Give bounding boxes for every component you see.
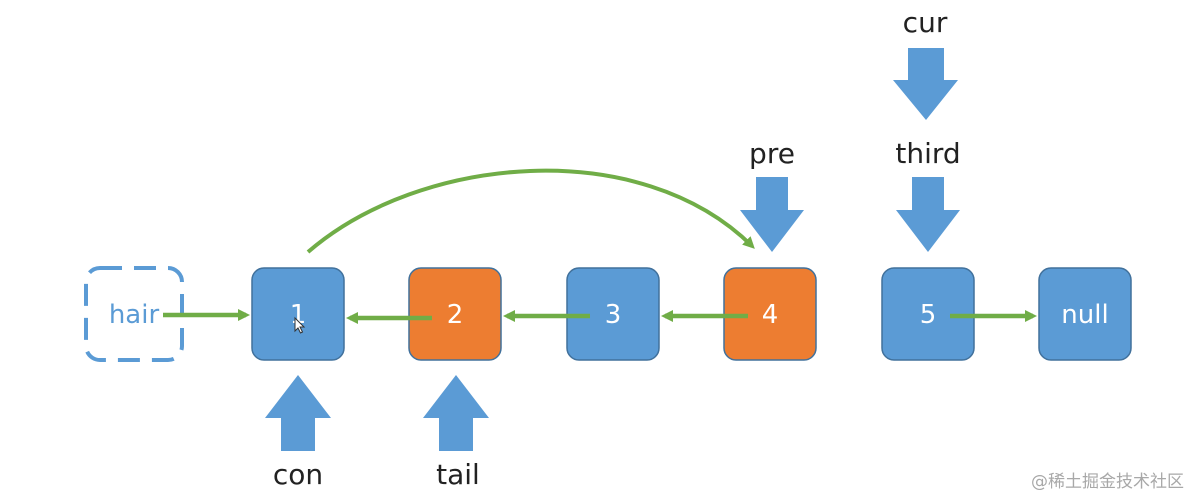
pointer-label-tail: tail	[436, 458, 480, 491]
node-3-label: 3	[605, 300, 622, 330]
pointer-arrow-pre	[740, 177, 804, 252]
node-null-label: null	[1061, 300, 1108, 330]
mouse-cursor-icon	[294, 316, 306, 334]
node-1	[251, 267, 345, 361]
pointer-label-con: con	[273, 458, 323, 491]
node-5-label: 5	[920, 300, 937, 330]
pointer-label-cur: cur	[903, 6, 948, 39]
pointer-arrow-third	[896, 177, 960, 252]
pointer-label-pre: pre	[749, 137, 795, 170]
watermark-text: @稀土掘金技术社区	[1031, 472, 1184, 492]
pointer-arrow-tail	[423, 375, 489, 451]
pointer-arrow-con	[265, 375, 331, 451]
pointer-arrow-cur	[893, 48, 958, 120]
node-2-label: 2	[447, 300, 464, 330]
node-hair-label: hair	[109, 300, 160, 330]
curved-link-1-to-4	[306, 168, 755, 254]
node-null	[1038, 267, 1132, 361]
node-1-label: 1	[290, 300, 307, 330]
node-4-label: 4	[762, 300, 779, 330]
pointer-label-third: third	[895, 137, 960, 170]
node-2	[408, 267, 502, 361]
